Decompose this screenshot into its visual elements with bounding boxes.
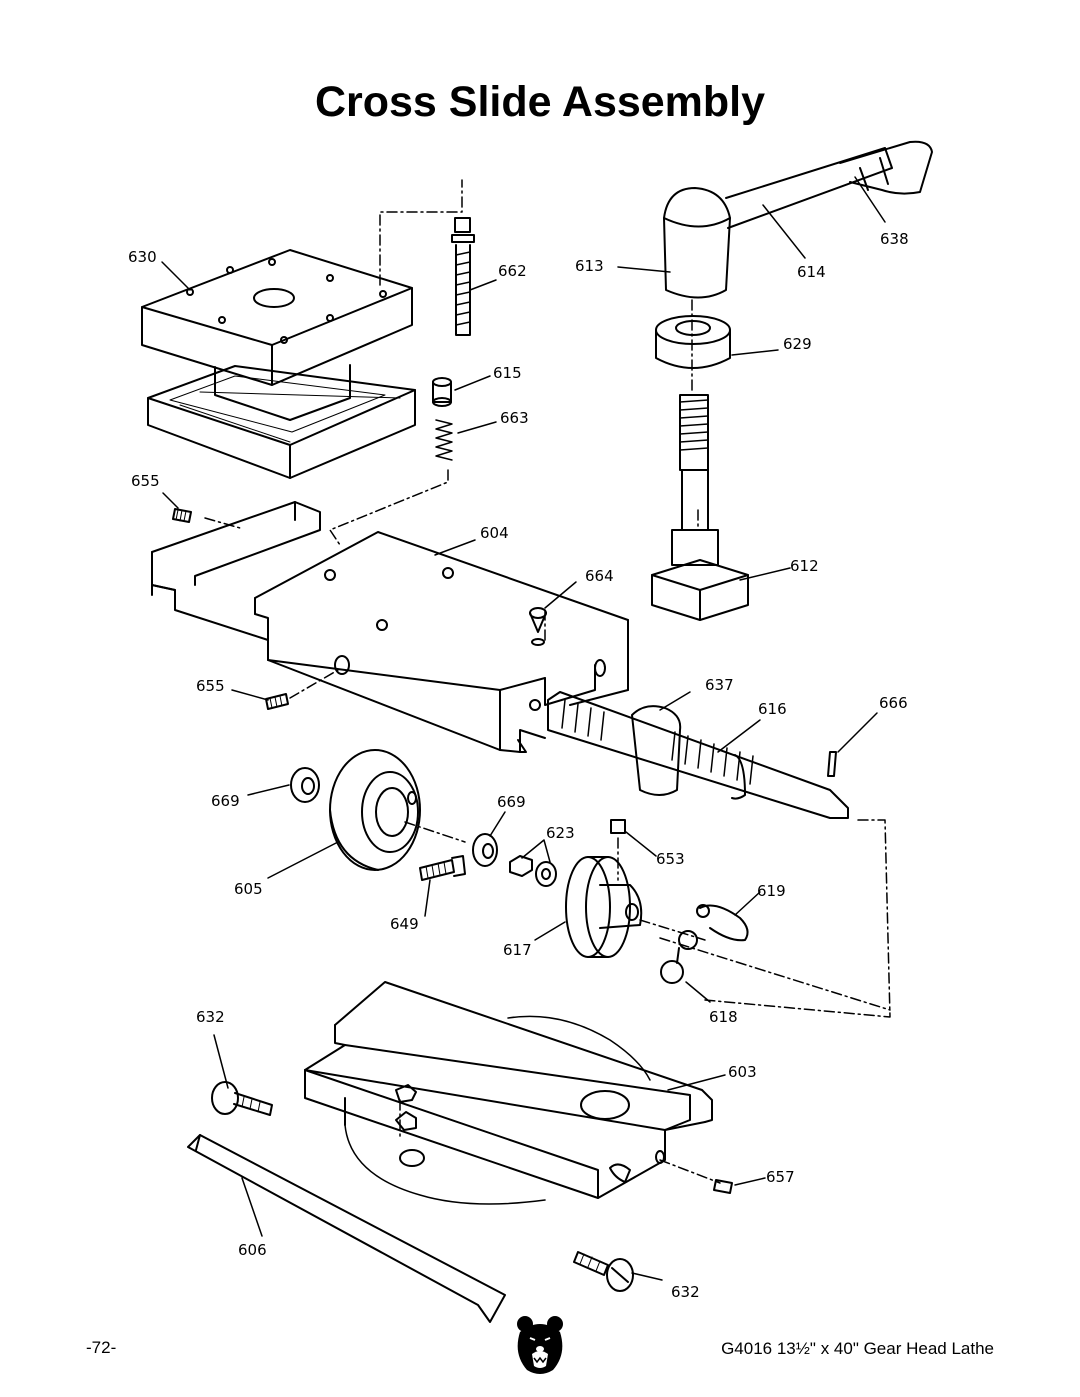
part-label-669-left: 669: [211, 792, 240, 810]
part-label-663: 663: [500, 409, 529, 427]
nut-part-623-a: [509, 855, 533, 877]
part-label-603: 603: [728, 1063, 757, 1081]
part-label-632-lower: 632: [671, 1283, 700, 1301]
part-labels: 630 662 613 614 638 629 615 663 655 604 …: [128, 230, 909, 1301]
part-label-605: 605: [234, 880, 263, 898]
part-label-604: 604: [480, 524, 509, 542]
spring-part-663: [435, 419, 453, 461]
nut-part-623-b: [535, 861, 557, 887]
page-title: Cross Slide Assembly: [314, 78, 766, 126]
plunger-part-615: [432, 377, 452, 407]
part-label-649: 649: [390, 915, 419, 933]
leader-lines: [161, 176, 886, 1281]
part-label-657: 657: [766, 1168, 795, 1186]
collar-part-629: [655, 315, 731, 369]
lead-screw-part-616: [547, 691, 849, 819]
page-number: -72-: [86, 1338, 117, 1357]
gib-part-606: [187, 1134, 506, 1323]
part-label-653: 653: [656, 850, 685, 868]
part-label-613: 613: [575, 257, 604, 275]
part-label-614: 614: [797, 263, 826, 281]
part-label-616: 616: [758, 700, 787, 718]
handwheel-part-617: [565, 856, 643, 958]
lever-handle-part-613: [663, 187, 731, 299]
nut-part-637: [631, 705, 682, 796]
part-label-669-right: 669: [497, 793, 526, 811]
compound-rest-top-part-630: [141, 249, 413, 421]
grip-part-638: [839, 140, 933, 195]
center-lines: [204, 179, 891, 1184]
set-screw-part-655-lower: [265, 693, 289, 710]
bushing-part-669-left: [290, 767, 320, 803]
model-caption: G4016 13½" x 40" Gear Head Lathe: [721, 1339, 994, 1358]
part-label-655-upper: 655: [131, 472, 160, 490]
knob-part-618: [660, 947, 684, 984]
part-label-623: 623: [546, 824, 575, 842]
set-screw-part-653: [610, 819, 626, 834]
part-label-612: 612: [790, 557, 819, 575]
bolt-part-632-left: [211, 1081, 273, 1116]
part-label-664: 664: [585, 567, 614, 585]
set-screw-part-657: [713, 1179, 733, 1194]
part-label-655-lower: 655: [196, 677, 225, 695]
bear-logo-icon: [517, 1316, 563, 1374]
part-label-606: 606: [238, 1241, 267, 1259]
part-label-615: 615: [493, 364, 522, 382]
part-label-619: 619: [757, 882, 786, 900]
screw-part-662: [451, 217, 475, 336]
handle-part-619: [678, 904, 749, 950]
part-label-637: 637: [705, 676, 734, 694]
part-label-618: 618: [709, 1008, 738, 1026]
part-label-632-upper: 632: [196, 1008, 225, 1026]
bushing-part-669-right: [472, 833, 498, 867]
oil-cup-part-664: [529, 607, 547, 646]
saddle-part-603: [304, 981, 713, 1205]
part-label-630: 630: [128, 248, 157, 266]
swivel-base: [147, 365, 416, 479]
part-label-617: 617: [503, 941, 532, 959]
cross-slide-part-604: [151, 501, 629, 753]
lever-arm-part-614: [725, 147, 893, 229]
set-screw-part-655-upper: [172, 508, 192, 523]
part-label-629: 629: [783, 335, 812, 353]
cap-screw-part-649: [419, 855, 466, 881]
key-part-666: [827, 751, 837, 777]
bolt-part-632-right: [573, 1251, 634, 1292]
part-label-666: 666: [879, 694, 908, 712]
stud-part-612: [651, 394, 749, 621]
part-label-662: 662: [498, 262, 527, 280]
dial-part-605: [329, 749, 421, 871]
part-label-638: 638: [880, 230, 909, 248]
